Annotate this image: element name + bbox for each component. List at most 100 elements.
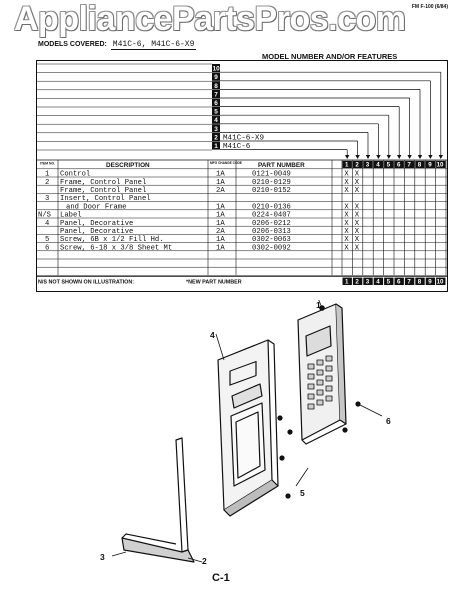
model-arrow	[355, 155, 360, 159]
model-col-box	[363, 160, 373, 168]
model-col-box	[436, 160, 446, 168]
part-description: Frame, Control Panel	[60, 179, 146, 187]
part-model-1: X	[344, 212, 349, 220]
model-col-10: 10	[437, 162, 444, 169]
table-border	[36, 60, 448, 292]
footer-model-box	[373, 277, 384, 285]
model-col-1: 1	[345, 162, 349, 169]
model-index-1: 1	[214, 143, 218, 150]
part-model-1: X	[344, 244, 349, 252]
model-col-box	[384, 160, 394, 168]
model-index-box	[212, 72, 220, 81]
model-index-10: 10	[213, 66, 221, 73]
part-code: 1A	[216, 171, 225, 179]
col-code-header: MFG CHANGE CODE	[210, 161, 242, 165]
part-model-2: X	[355, 220, 360, 228]
model-col-box	[415, 160, 425, 168]
footnote-not-shown: N/S NOT SHOWN ON ILLUSTRATION:	[38, 279, 134, 285]
part-description: Label	[60, 212, 82, 220]
model-index-box	[212, 132, 220, 141]
part-code: 1A	[216, 203, 225, 211]
part-number: 0121-0049	[252, 171, 291, 179]
footer-model-box	[384, 277, 394, 285]
model-col-3: 3	[366, 162, 370, 169]
part-item: 5	[45, 236, 49, 244]
part-item: 1	[45, 171, 49, 179]
model-index-box	[212, 98, 220, 107]
model-col-box	[394, 160, 404, 168]
footer-model-box	[404, 277, 415, 285]
col-part-header: PART NUMBER	[258, 162, 305, 169]
model-index-5: 5	[214, 109, 218, 116]
part-number: 0302-0092	[252, 244, 291, 252]
part-description: Panel, Decorative	[60, 220, 133, 228]
part-number: 0206-0212	[252, 220, 291, 228]
footer-model-5: 5	[387, 279, 391, 286]
part-code: 1A	[216, 212, 225, 220]
model-col-9: 9	[428, 162, 432, 169]
part-item: 2	[45, 179, 49, 187]
footer-model-box	[342, 277, 352, 285]
model-index-9: 9	[214, 74, 218, 81]
model-arrow	[438, 155, 443, 159]
callout-4: 4	[210, 330, 215, 340]
footer-model-4: 4	[376, 279, 380, 286]
part-item: 4	[45, 220, 49, 228]
model-name-1: M41C-6	[223, 143, 251, 151]
part-model-2: X	[355, 203, 360, 211]
part-code: 2A	[216, 187, 225, 195]
model-col-box	[373, 160, 384, 168]
part-number: 0224-0407	[252, 212, 291, 220]
callout-1: 1	[316, 300, 321, 310]
part-description: and Door Frame	[66, 203, 126, 211]
model-index-box	[212, 107, 220, 116]
model-col-7: 7	[407, 162, 411, 169]
footnote-new-part: *NEW PART NUMBER	[186, 279, 242, 285]
model-col-6: 6	[397, 162, 401, 169]
part-model-1: X	[344, 171, 349, 179]
part-model-2: X	[355, 228, 360, 236]
model-col-4: 4	[376, 162, 380, 169]
footer-model-box	[363, 277, 373, 285]
features-title: MODEL NUMBER AND/OR FEATURES	[262, 52, 398, 61]
footer-model-8: 8	[418, 279, 422, 286]
control-board	[297, 303, 347, 445]
models-covered-value: M41C-6, M41C-6-X9	[110, 40, 197, 50]
part-item: 6	[45, 244, 49, 252]
footer-model-10: 10	[437, 279, 444, 286]
model-index-box	[212, 115, 220, 124]
model-arrow	[386, 155, 391, 159]
model-index-box	[212, 141, 220, 150]
part-number: 0210-0152	[252, 187, 291, 195]
footer-model-box	[394, 277, 404, 285]
footer-model-2: 2	[355, 279, 359, 286]
footer-model-6: 6	[397, 279, 401, 286]
part-number: 0210-0136	[252, 203, 291, 211]
page-number: C-1	[212, 572, 230, 584]
part-item: 3	[45, 195, 49, 203]
model-index-box	[212, 124, 220, 133]
part-description: Control	[60, 171, 90, 179]
part-model-1: X	[344, 220, 349, 228]
part-code: 1A	[216, 220, 225, 228]
part-description: Screw, 6-18 x 3/8 Sheet Mt	[60, 244, 172, 252]
model-index-box	[212, 89, 220, 98]
model-arrow	[376, 155, 381, 159]
model-col-box	[425, 160, 436, 168]
callout-5: 5	[300, 488, 305, 498]
part-model-2: X	[355, 236, 360, 244]
models-covered: MODELS COVERED: M41C-6, M41C-6-X9	[38, 40, 197, 50]
model-arrow	[407, 155, 412, 159]
exploded-view-illustration	[111, 300, 383, 563]
part-model-2: X	[355, 179, 360, 187]
part-model-1: X	[344, 228, 349, 236]
part-code: 1A	[216, 179, 225, 187]
part-code: 1A	[216, 244, 225, 252]
model-index-2: 2	[214, 134, 218, 141]
part-model-1: X	[344, 203, 349, 211]
footer-model-box	[425, 277, 436, 285]
part-model-2: X	[355, 171, 360, 179]
part-description: Frame, Control Panel	[60, 187, 146, 195]
model-arrow	[397, 155, 402, 159]
model-col-8: 8	[418, 162, 422, 169]
